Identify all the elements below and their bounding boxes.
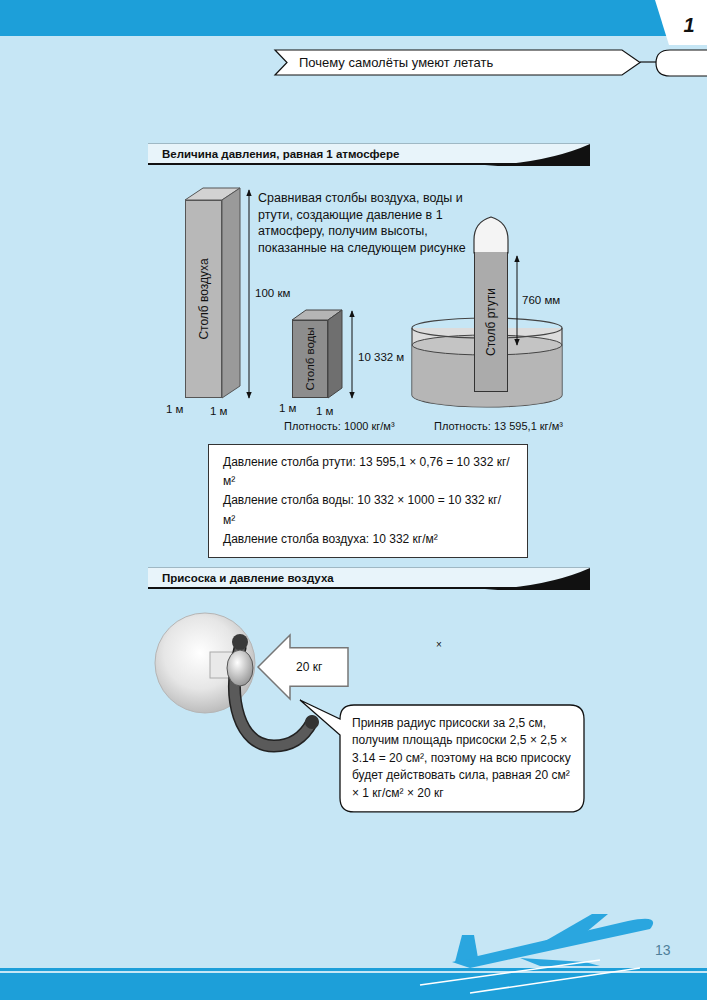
dimension-label: Плотность: 13 595,1 кг/м³ [434, 419, 563, 433]
node-text: Давление столба ртути: 13 595,1 × 0,76 =… [223, 453, 513, 491]
dimension-label: 1 м [279, 401, 297, 416]
dimension-label: 1 м [210, 404, 228, 419]
air-prism-side [222, 188, 240, 398]
section-header: Величина давления, равная 1 атмосфере [148, 143, 590, 165]
dimension-label: 100 км [255, 286, 290, 301]
water-prism-side [328, 310, 342, 398]
node-text: Присоска и давление воздуха [162, 568, 590, 588]
node-text: Давление столба воды: 10 332 × 1000 = 10… [223, 491, 513, 529]
bar-line [0, 971, 707, 973]
column-label: Столб воздуха [197, 258, 211, 339]
force-arrow: 20 кг [258, 635, 348, 699]
bottom-bar [0, 968, 707, 1000]
page-tab: 1 [655, 0, 707, 45]
tube-top [474, 217, 508, 253]
dimension-arrow [517, 256, 518, 345]
node-text: Приняв радиус присоски за 2,5 см, получи… [352, 715, 572, 802]
speed-lines [420, 960, 640, 993]
dimension-label: Плотность: 1000 кг/м³ [284, 419, 395, 433]
dimension-arrow [249, 190, 250, 398]
mercury-tube: Столб ртути [474, 252, 508, 392]
dimension-label: 1 м [166, 402, 184, 417]
air-column: Столб воздуха [185, 200, 222, 398]
node-text: 20 кг [296, 660, 322, 674]
dimension-label: 760 мм [522, 293, 560, 308]
title-banner: Почему самолёты умеют летать [275, 50, 640, 75]
column-label: Столб ртути [484, 288, 498, 356]
column-label: Столб воды [304, 327, 316, 390]
hose-end [232, 634, 248, 650]
page-number: 13 [655, 941, 671, 959]
hose-end [305, 715, 319, 729]
dimension-arrow [352, 311, 353, 398]
cup-knob [227, 650, 253, 686]
description: Сравнивая столбы воздуха, воды и ртути, … [258, 190, 466, 256]
callout-bubble: Приняв радиус присоски за 2,5 см, получи… [340, 705, 584, 812]
section-header: Присоска и давление воздуха [148, 567, 590, 589]
airplane [452, 914, 653, 968]
page-tab-outline [655, 0, 707, 45]
dimension-label: 10 332 м [358, 350, 404, 365]
top-bar [0, 0, 707, 36]
node-text: Давление столба воздуха: 10 332 кг/м² [223, 530, 513, 549]
water-column: Столб воды [292, 320, 328, 398]
banner-stem [640, 61, 656, 62]
node-text: 1 [683, 14, 694, 37]
dimension-label: 1 м [316, 404, 334, 419]
node-text: Почему самолёты умеют летать [299, 50, 640, 75]
dimension-label: × [436, 638, 442, 651]
plane-nose [656, 50, 707, 76]
formula-box: Давление столба ртути: 13 595,1 × 0,76 =… [208, 444, 528, 558]
node-text: Величина давления, равная 1 атмосфере [162, 144, 590, 164]
